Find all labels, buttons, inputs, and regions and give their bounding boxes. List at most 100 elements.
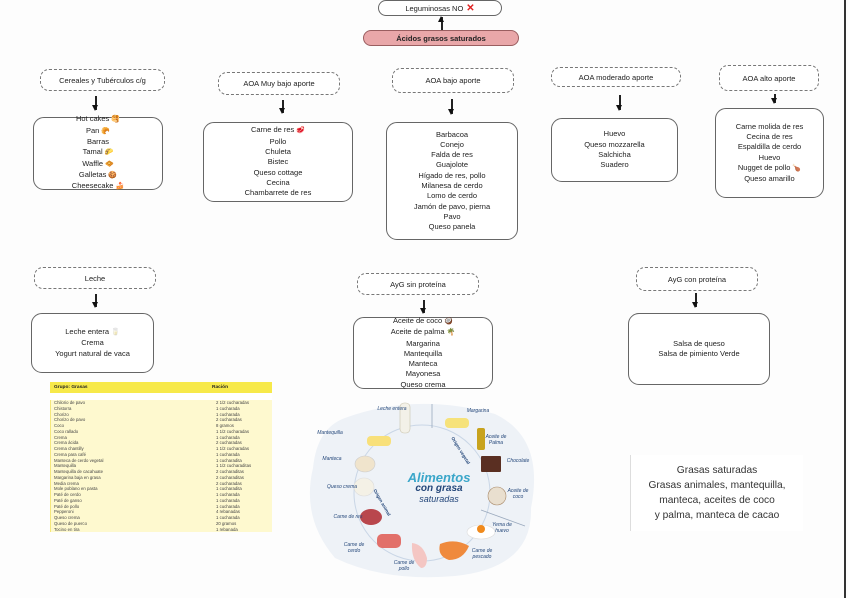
list-item-text: Queso amarillo [744, 174, 795, 184]
category-ayg-sin-proteina-header: AyG sin proteína [357, 273, 479, 295]
table-cell-food: Margarina baja en grasa [54, 474, 101, 480]
list-item-text: Cheesecake [71, 181, 114, 191]
summary-line: Grasas saturadas [676, 465, 758, 476]
list-item-text: Leche entera [65, 327, 110, 337]
list-item: Chambarrete de res [245, 188, 312, 198]
list-item: Pollo [270, 137, 287, 147]
list-item: Queso amarillo [744, 174, 794, 184]
infographic-food-label: Queso crema [327, 484, 358, 490]
category-label: AyG con proteína [667, 274, 727, 284]
table-cell-portion: 1 cucharada [216, 451, 240, 457]
list-item: Waffle🧇 [82, 159, 114, 170]
table-header: Grupo: Grasas Ración [50, 382, 272, 393]
table-cell-food: Crema para café [54, 451, 87, 457]
list-item-text: Salchicha [598, 150, 631, 159]
category-label: AOA moderado aporte [578, 72, 654, 82]
list-item: Pan🥐 [86, 126, 110, 137]
saturated-fat-foods-infographic: Alimentos con grasa saturadas Origen veg… [305, 398, 537, 580]
infographic-title-line2: con grasa [415, 483, 463, 494]
table-spacer [50, 393, 272, 400]
list-item: Galletas🍪 [79, 170, 117, 181]
summary-note: Grasas saturadas Grasas animales, manteq… [630, 455, 803, 531]
croissant-icon: 🥐 [101, 127, 111, 135]
infographic-food-label: Carne de cerdo [343, 542, 365, 554]
category-aoa-bajo-header: AOA bajo aporte [392, 68, 514, 93]
list-item: Hot cakes🥞 [76, 114, 120, 125]
infographic-food-label: Leche entera [377, 406, 407, 412]
list-item-text: Nugget de pollo [737, 162, 791, 172]
list-item: Crema [81, 338, 104, 348]
pancakes-icon: 🥞 [111, 116, 121, 124]
fish-meat-icon [439, 541, 469, 560]
table-cell-portion: 4 rebanadas [216, 509, 240, 515]
cake-icon: 🍰 [115, 183, 125, 191]
table-cell-food: Mole poblano en pasta [54, 486, 98, 492]
infographic-food-label: Margarina [466, 408, 490, 414]
infographic-graphic [309, 402, 535, 578]
list-item-text: Crema [81, 338, 104, 348]
list-item: Barras [87, 137, 109, 147]
table-row: Mole poblano en pasta 1 cucharadita [51, 486, 272, 492]
list-item: Queso panela [429, 222, 476, 232]
list-item-text: Hígado de res, pollo [418, 170, 486, 180]
cross-mark-icon: ✕ [466, 2, 475, 14]
table-cell-food: Chistorra [54, 405, 72, 411]
table-cell-portion: 2 cucharadas [216, 480, 242, 486]
infographic-food-label: Aceite de coco [507, 488, 529, 500]
list-item-text: Aceite de palma [390, 327, 445, 337]
table-cell-portion: 1 1/2 cucharadas [216, 446, 249, 451]
list-item-text: Jamón de pavo, pierna [413, 201, 491, 211]
list-item: Huevo [759, 153, 781, 163]
list-item: Yogurt natural de vaca [55, 349, 130, 359]
list-item-text: Chuleta [265, 147, 291, 157]
table-cell-food: Crema [54, 434, 67, 440]
category-label: AOA alto aporte [742, 73, 796, 83]
list-item-text: Galletas [78, 169, 107, 179]
table-cell-portion: 1 cucharadita [216, 486, 242, 492]
pork-meat-icon [377, 534, 401, 548]
arrow-down [771, 94, 777, 104]
table-cell-portion: 20 gramos [216, 520, 237, 526]
list-item: Huevo [604, 129, 626, 139]
list-item: Espaldilla de cerdo [738, 142, 801, 152]
arrow-down [92, 294, 98, 308]
coconut-icon: 🥥 [444, 317, 453, 325]
list-item: Barbacoa [436, 130, 468, 140]
table-cell-portion: 1 cucharada [216, 515, 240, 520]
table-cell-food: Manteca de cerdo vegetal [54, 457, 104, 463]
category-aoa-moderado-header: AOA moderado aporte [551, 67, 681, 87]
list-item-text: Milanesa de cerdo [421, 181, 483, 190]
infographic-food-label: Chocolate [506, 458, 530, 464]
list-item: Queso crema [400, 380, 445, 390]
palm-tree-icon: 🌴 [446, 329, 456, 337]
arrow-root-to-legumes [438, 16, 444, 31]
list-item-text: Bistec [267, 157, 289, 167]
table-cell-portion: 1 1/2 cucharadas [216, 428, 249, 434]
table-cell-portion: 2 cucharadas [216, 440, 242, 446]
list-item-text: Manteca [408, 359, 438, 369]
table-header-portion: Ración [212, 385, 228, 390]
summary-line: Grasas animales, mantequilla, [648, 480, 786, 491]
list-item-text: Salsa de pimiento Verde [658, 349, 740, 358]
table-cell-food: Crema ácida [54, 440, 79, 446]
list-item-text: Mantequilla [403, 348, 443, 358]
category-cereales-header: Cereales y Tubérculos c/g [40, 69, 165, 91]
table-row: Crema para café 1 cucharada [51, 452, 272, 458]
table-cell-food: Chilorio de pavo [54, 400, 86, 405]
category-aoa-muy-bajo-header: AOA Muy bajo aporte [218, 72, 340, 95]
list-item-text: Queso crema [400, 379, 446, 389]
list-item-text: Chambarrete de res [244, 188, 312, 198]
arrow-down [448, 99, 454, 115]
cookie-icon: 🍪 [108, 171, 118, 179]
list-item-text: Carne de res [250, 125, 295, 135]
category-ayg-con-proteina-header: AyG con proteína [636, 267, 758, 291]
arrow-down [279, 100, 285, 114]
